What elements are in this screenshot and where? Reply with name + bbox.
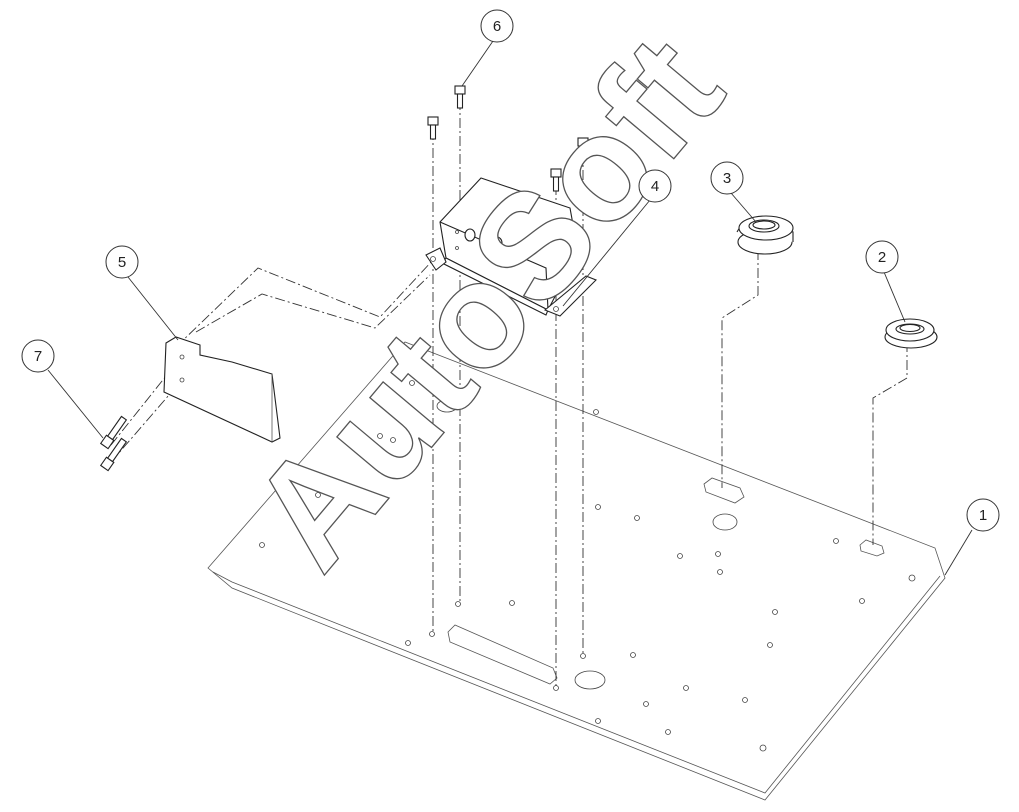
callout-2-label: 2	[878, 249, 886, 266]
cover-plate	[163, 336, 281, 443]
bolt	[427, 116, 439, 140]
callouts: 1 2 3 4 5 6 7	[21, 9, 1000, 576]
callout-1-circle	[966, 498, 1000, 532]
base-plate-slot	[447, 624, 558, 685]
callout-5-label: 5	[118, 254, 126, 271]
bracket-box	[425, 177, 597, 317]
base-plate-slot-right	[859, 539, 885, 557]
base-plate-slot-small	[703, 477, 745, 504]
callout-2-circle	[865, 240, 899, 274]
callout-4-circle	[638, 169, 672, 203]
callout-1-label: 1	[979, 507, 987, 524]
callout-3-label: 3	[723, 170, 731, 187]
bolt	[454, 85, 466, 109]
callout-5-circle	[105, 245, 139, 279]
bolts-7	[99, 415, 128, 472]
assembly-center-lines	[110, 100, 908, 688]
bolt	[577, 137, 589, 161]
grommet-2	[884, 318, 938, 349]
callout-3-circle	[710, 161, 744, 195]
bolt	[550, 168, 562, 192]
callout-7-circle	[21, 339, 55, 373]
watermark-text: AutoSoft	[218, 6, 754, 599]
callout-7-label: 7	[34, 348, 42, 365]
base-plate-holes	[259, 369, 916, 752]
callout-4-label: 4	[651, 178, 659, 195]
grommet-3	[736, 215, 794, 255]
bolts-6	[427, 85, 589, 192]
base-plate	[207, 341, 946, 801]
callout-6-label: 6	[493, 18, 501, 35]
callout-6-circle	[480, 9, 514, 43]
